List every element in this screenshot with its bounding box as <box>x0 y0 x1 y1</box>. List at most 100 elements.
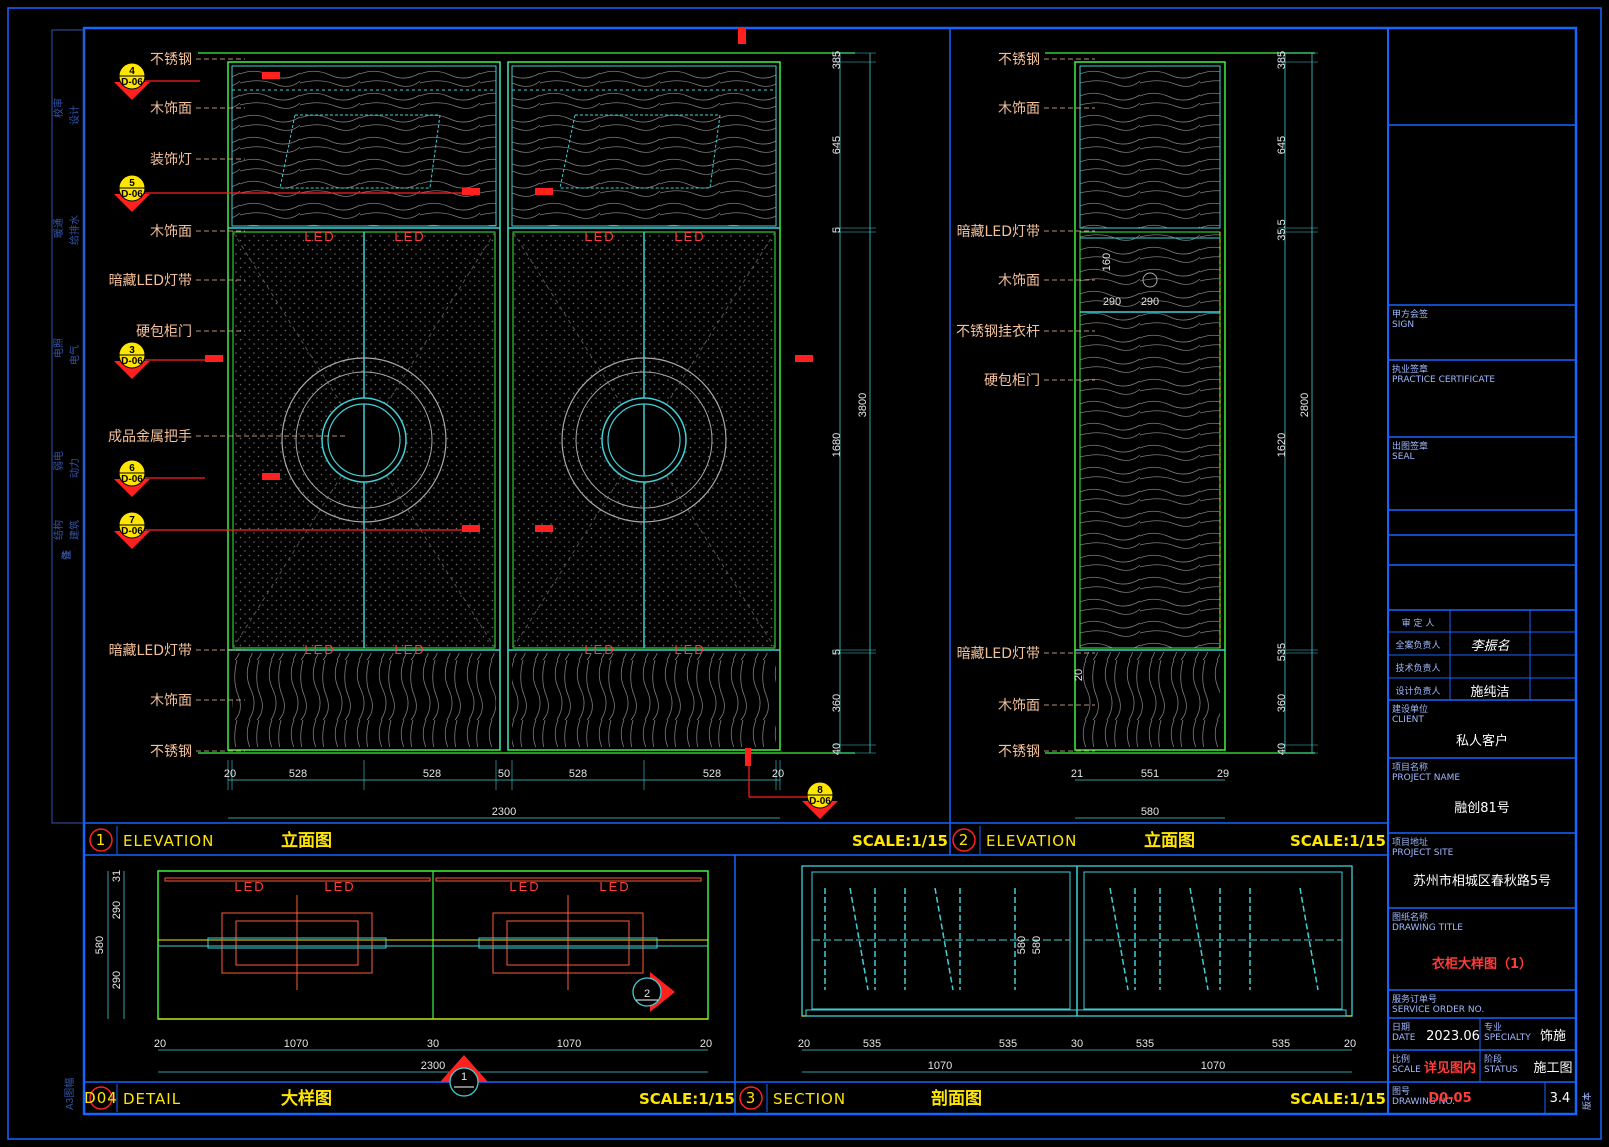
dimension-value: 535 <box>1272 1038 1290 1050</box>
left-strip-label: 给排水 <box>68 215 81 245</box>
tb-project-en: PROJECT NAME <box>1392 773 1460 783</box>
tb-sign-en: SIGN <box>1392 320 1414 330</box>
tb-designer-name: 施纯洁 <box>1470 685 1509 700</box>
tb-sign-label: 甲方会签 <box>1392 308 1428 320</box>
dimension-total: 2300 <box>492 806 516 818</box>
dimension-value: 5 <box>831 649 843 655</box>
tb-scale: 详见图内 <box>1424 1060 1476 1076</box>
left-strip-label: 注 <box>60 550 73 560</box>
view-title-cn: 立面图 <box>1144 830 1195 851</box>
dimension-value: 535 <box>1276 643 1288 661</box>
led-label: LED <box>234 879 265 894</box>
tb-client-label: 建设单位 <box>1392 703 1428 715</box>
dimension-value: 20 <box>154 1038 166 1050</box>
dimension-value: 21 <box>1071 768 1083 780</box>
dimension-total: 2300 <box>421 1060 445 1072</box>
section-cut-mark <box>462 188 480 195</box>
tb-site-label: 项目地址 <box>1392 836 1428 848</box>
tb-project: 融创81号 <box>1454 801 1510 816</box>
tb-drawing: 衣柜大样图（1） <box>1432 956 1532 972</box>
material-label: 成品金属把手 <box>108 429 192 445</box>
elevation-1 <box>198 52 855 754</box>
dimension-value: 29 <box>1217 768 1229 780</box>
left-strip-label: 电气 <box>68 345 81 365</box>
tb-project-lead: 全案负责人 <box>1395 639 1440 651</box>
dimension-value: 290 <box>111 971 123 989</box>
callout-arrow <box>802 801 838 819</box>
dimension-value: 20 <box>798 1038 810 1050</box>
section-cut-mark <box>745 748 751 766</box>
section-cut-mark <box>262 72 280 79</box>
material-label: 暗藏LED灯带 <box>109 273 192 289</box>
material-label: 不锈钢 <box>998 52 1040 68</box>
dimension-value: 1070 <box>928 1060 952 1072</box>
tb-client: 私人客户 <box>1456 733 1508 749</box>
hanger-mark <box>1109 887 1129 991</box>
tb-site: 苏州市相城区春秋路5号 <box>1413 873 1551 889</box>
outer-frame <box>7 7 1602 1140</box>
led-label: LED <box>584 229 615 244</box>
left-strip <box>51 29 85 824</box>
led-label: LED <box>584 642 615 657</box>
tb-cert-label: 执业签章 <box>1392 363 1428 375</box>
led-label: LED <box>394 229 425 244</box>
callout-arrow <box>114 479 150 497</box>
tb-date: 2023.06 <box>1426 1029 1480 1044</box>
detail-plan <box>157 870 709 1020</box>
dimension-value: 30 <box>1071 1038 1083 1050</box>
dimension-value: 290 <box>1103 296 1121 308</box>
led-label: LED <box>599 879 630 894</box>
title-bubble <box>89 828 113 852</box>
callout-number: 5 <box>129 178 135 189</box>
callout-number: 6 <box>129 463 135 474</box>
tb-scale-en: SCALE <box>1392 1065 1421 1075</box>
section-cut-mark <box>205 355 223 362</box>
material-label: 硬包柜门 <box>136 324 192 340</box>
material-label: 木饰面 <box>998 101 1040 117</box>
hanger-mark <box>934 887 954 991</box>
callout-number: 4 <box>129 66 135 77</box>
dimension-value: 20 <box>1344 1038 1356 1050</box>
dimension-value: 20 <box>1073 669 1085 681</box>
tb-status-label: 阶段 <box>1484 1053 1502 1065</box>
tb-project-label: 项目名称 <box>1392 761 1428 773</box>
view-scale: SCALE:1/15 <box>852 832 948 850</box>
view-number: 2 <box>959 831 970 849</box>
tb-specialty: 饰施 <box>1540 1029 1566 1044</box>
callout-arrow <box>114 194 150 212</box>
tb-signature: 李振名 <box>1470 639 1510 654</box>
callout-arrow <box>114 82 150 100</box>
callout-sheet-ref: D-06 <box>121 356 143 367</box>
tb-scale-label: 比例 <box>1392 1053 1410 1065</box>
dimension-value: 290 <box>1141 296 1159 308</box>
tb-cert-en: PRACTICE CERTIFICATE <box>1392 375 1495 385</box>
section-cut-mark <box>738 28 746 44</box>
material-label: 硬包柜门 <box>984 373 1040 389</box>
material-label: 暗藏LED灯带 <box>957 224 1040 240</box>
dimension-value: 645 <box>1276 136 1288 154</box>
tb-version: 3.4 <box>1550 1091 1571 1106</box>
material-label: 暗藏LED灯带 <box>109 643 192 659</box>
tb-drawing-label: 图纸名称 <box>1392 911 1428 923</box>
view-title-en: ELEVATION <box>986 832 1077 850</box>
tb-approved: 审 定 人 <box>1402 617 1435 629</box>
section-cut-mark <box>795 355 813 362</box>
dimension-value: 1620 <box>1276 433 1288 457</box>
left-strip-label: 弱电 <box>52 451 65 471</box>
led-label: LED <box>304 642 335 657</box>
tb-no-label: 图号 <box>1392 1086 1410 1097</box>
tb-specialty-en: SPECIALTY <box>1484 1033 1531 1043</box>
led-label: LED <box>674 229 705 244</box>
tb-seal-label: 出图签章 <box>1392 440 1428 452</box>
dimension-value: 360 <box>1276 694 1288 712</box>
left-strip-label: 结构 <box>52 520 65 540</box>
tb-client-en: CLIENT <box>1392 715 1424 725</box>
dimension-value: 580 <box>1016 936 1028 954</box>
section-cut-mark <box>262 473 280 480</box>
title-block <box>1388 124 1576 1114</box>
dimension-total: 3800 <box>857 393 869 417</box>
